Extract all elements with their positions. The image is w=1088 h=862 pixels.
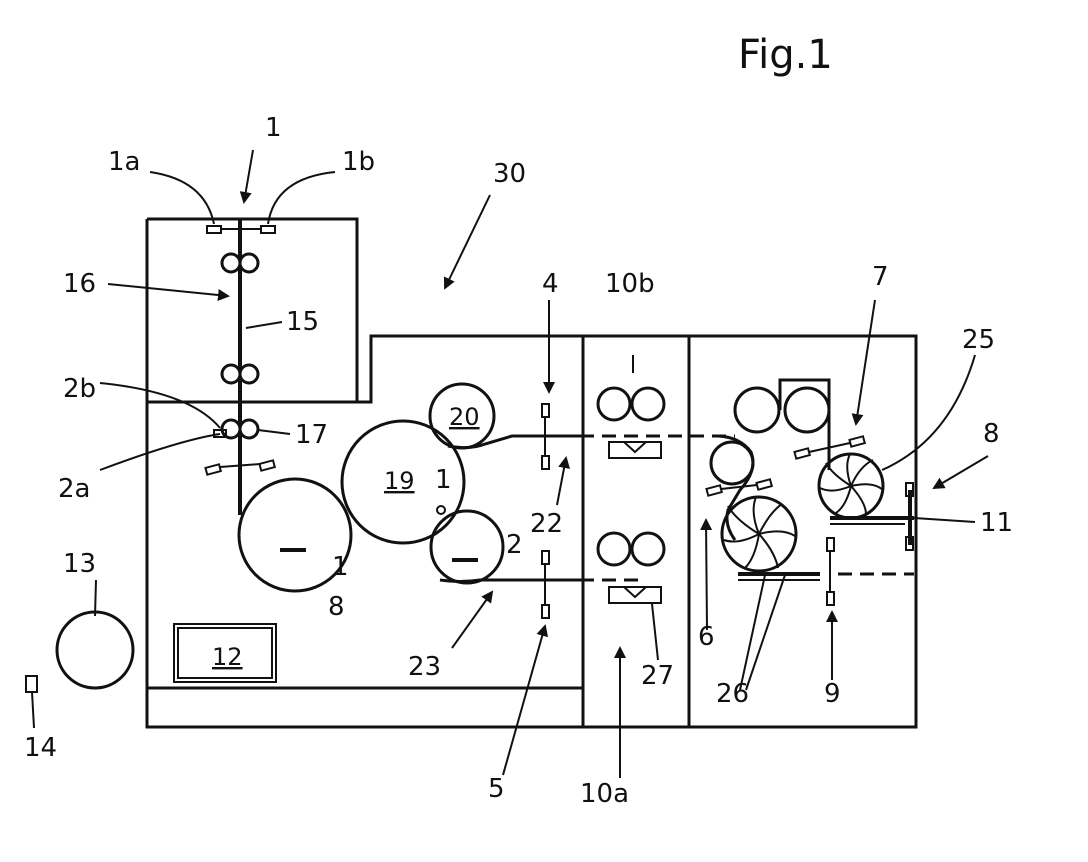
- drum-8: 1: [239, 479, 351, 591]
- drum19-mark: 1: [435, 465, 452, 495]
- label-20: 20: [449, 403, 480, 431]
- drum2-mark: 2: [506, 530, 523, 560]
- label-2a: 2a: [58, 474, 90, 504]
- web-transport: [440, 404, 735, 618]
- label-13: 13: [63, 549, 96, 579]
- output-section: [706, 380, 914, 605]
- external-drum-13: [26, 612, 133, 692]
- label-16: 16: [63, 269, 96, 299]
- figure-title: Fig.1: [738, 32, 833, 78]
- leader-lines: [32, 150, 988, 778]
- label-10b: 10b: [605, 269, 655, 299]
- web-feed: [205, 220, 275, 515]
- label-25: 25: [962, 325, 995, 355]
- label-2b: 2b: [63, 374, 96, 404]
- label-17: 17: [295, 420, 328, 450]
- label-7: 7: [872, 262, 889, 292]
- label-4: 4: [542, 269, 559, 299]
- label-6: 6: [698, 622, 715, 652]
- label-11: 11: [980, 508, 1013, 538]
- label-5: 5: [488, 774, 505, 804]
- drum-2: 2: [431, 511, 523, 583]
- label-9: 9: [824, 679, 841, 709]
- reference-labels: 1 1a 1b 30 16 15 2b 17 2a 4 10b 7 25 8 1…: [24, 113, 1013, 809]
- label-19: 19: [384, 467, 415, 495]
- label-1b: 1b: [342, 147, 375, 177]
- label-10a: 10a: [580, 779, 629, 809]
- label-14: 14: [24, 733, 57, 763]
- label-12: 12: [212, 643, 243, 671]
- label-22: 22: [530, 509, 563, 539]
- label-1: 1: [265, 113, 282, 143]
- drum-19: 19 1: [342, 421, 464, 543]
- machine-housing: [147, 219, 916, 727]
- label-1a: 1a: [108, 147, 140, 177]
- label-8-left: 8: [328, 592, 345, 622]
- label-8-right: 8: [983, 419, 1000, 449]
- station-10: [598, 388, 664, 603]
- label-26: 26: [716, 679, 749, 709]
- label-27: 27: [641, 661, 674, 691]
- label-30: 30: [493, 159, 526, 189]
- drum-20: 20: [430, 384, 494, 448]
- label-23: 23: [408, 652, 441, 682]
- svg-text:1: 1: [332, 552, 349, 582]
- label-15: 15: [286, 307, 319, 337]
